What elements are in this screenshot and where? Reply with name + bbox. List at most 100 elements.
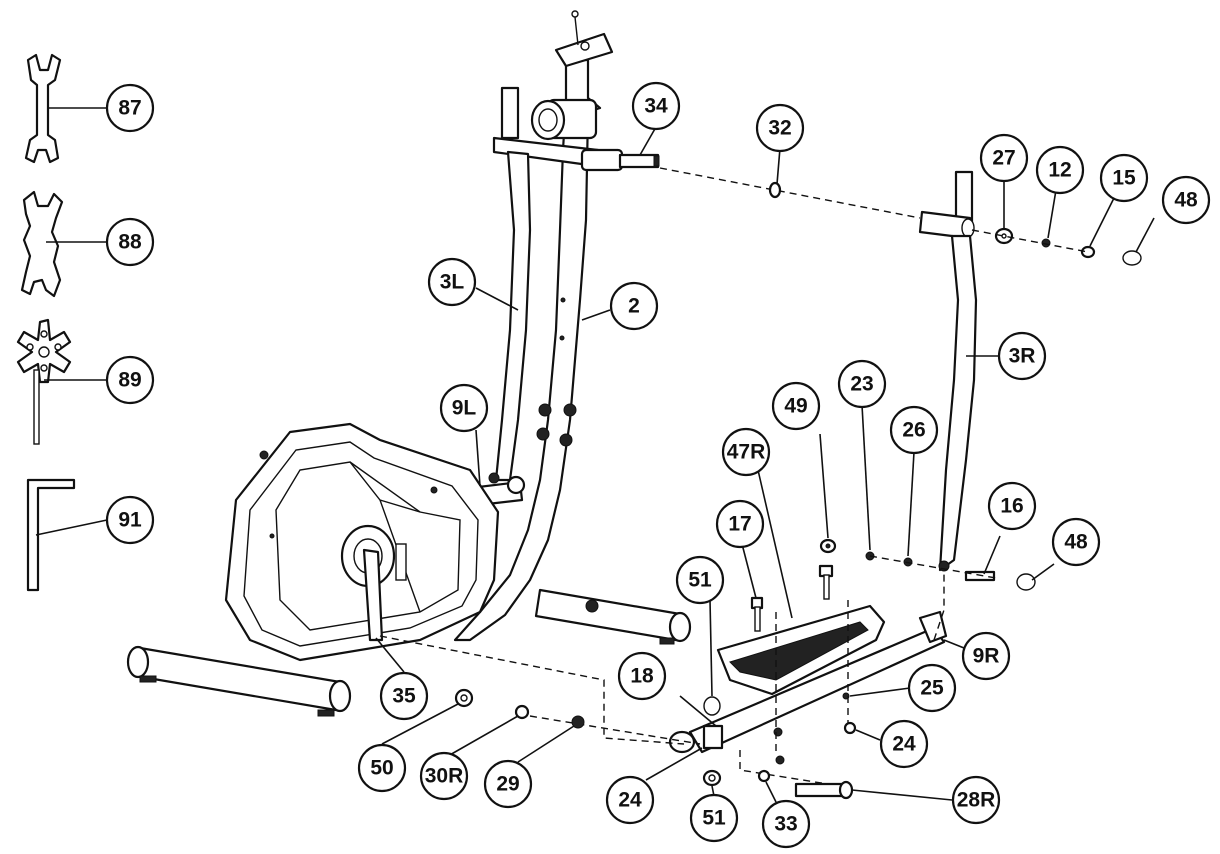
callout-35: 35 — [379, 671, 429, 721]
callout-33: 33 — [761, 799, 811, 849]
bushing-33-drawing — [757, 769, 771, 783]
callout-32-label: 32 — [768, 117, 791, 140]
spider-wrench-89-drawing — [16, 318, 72, 445]
callout-23: 23 — [837, 359, 887, 409]
callout-32: 32 — [755, 103, 805, 153]
callout-50-label: 50 — [370, 757, 393, 780]
callout-50: 50 — [357, 743, 407, 793]
callout-88-label: 88 — [118, 231, 142, 254]
callout-34-label: 34 — [644, 95, 668, 118]
callout-9R-label: 9R — [973, 645, 1000, 668]
callout-24-bottom-label: 24 — [618, 789, 642, 812]
callout-49: 49 — [771, 381, 821, 431]
callout-17-label: 17 — [728, 513, 751, 536]
washer-51-bottom-drawing — [702, 769, 722, 787]
bolt-17-drawing — [750, 596, 764, 632]
callout-87: 87 — [105, 83, 155, 133]
callout-28R: 28R — [951, 775, 1001, 825]
nut-29-drawing — [571, 715, 585, 729]
callout-30R-label: 30R — [425, 765, 464, 788]
callout-26: 26 — [889, 405, 939, 455]
callout-47R: 47R — [721, 427, 771, 477]
callout-17: 17 — [715, 499, 765, 549]
callout-24-bottom: 24 — [605, 775, 655, 825]
callout-48-right-label: 48 — [1064, 531, 1088, 554]
callout-24-right: 24 — [879, 719, 929, 769]
callout-47R-label: 47R — [727, 441, 766, 464]
multi-wrench-88-drawing — [20, 190, 64, 298]
callout-25: 25 — [907, 663, 957, 713]
nut-30R-drawing — [514, 704, 530, 720]
cap-48-top-drawing — [1122, 250, 1142, 266]
callout-91: 91 — [105, 495, 155, 545]
callout-29-label: 29 — [496, 773, 519, 796]
callout-15: 15 — [1099, 153, 1149, 203]
cap-48-right-drawing — [1016, 573, 1036, 591]
tension-knob-drawing — [530, 98, 598, 141]
callout-51-top: 51 — [675, 555, 725, 605]
callout-87-label: 87 — [118, 97, 141, 120]
bolt-49-drawing — [818, 538, 837, 600]
callout-27: 27 — [979, 133, 1029, 183]
washer-50-drawing — [454, 688, 474, 708]
callout-48-top-label: 48 — [1174, 189, 1198, 212]
callout-2: 2 — [609, 281, 659, 331]
callout-25-label: 25 — [920, 677, 944, 700]
callout-12-label: 12 — [1048, 159, 1071, 182]
rear-stabilizer-drawing — [534, 588, 692, 645]
callout-23-label: 23 — [850, 373, 873, 396]
callout-48-top: 48 — [1161, 175, 1211, 225]
bolt-16-drawing — [964, 570, 996, 582]
callout-16: 16 — [987, 481, 1037, 531]
callout-12: 12 — [1035, 145, 1085, 195]
callout-9L: 9L — [439, 383, 489, 433]
open-end-wrench-87-drawing — [24, 53, 62, 164]
callout-18: 18 — [617, 651, 667, 701]
callout-48-right: 48 — [1051, 517, 1101, 567]
right-pedal-47R-drawing — [716, 604, 886, 696]
callout-33-label: 33 — [774, 813, 797, 836]
callout-3L-label: 3L — [440, 271, 465, 294]
nut-24-right-drawing — [843, 721, 857, 735]
callout-3R-label: 3R — [1009, 345, 1036, 368]
callout-51-bottom-label: 51 — [702, 807, 726, 830]
callout-26-label: 26 — [902, 419, 925, 442]
callout-51-bottom: 51 — [689, 793, 739, 843]
callout-3R: 3R — [997, 331, 1047, 381]
callout-18-label: 18 — [630, 665, 654, 688]
callout-9R: 9R — [961, 631, 1011, 681]
front-stabilizer-drawing — [126, 645, 352, 717]
callout-89-label: 89 — [118, 369, 141, 392]
right-handlebar-3R-drawing — [918, 170, 978, 572]
axle-34-drawing — [580, 148, 660, 172]
callout-28R-label: 28R — [957, 789, 996, 812]
allen-key-91-drawing — [26, 478, 76, 592]
callout-34: 34 — [631, 81, 681, 131]
bolt-15-drawing — [1080, 245, 1096, 259]
crank-35-drawing — [362, 548, 384, 642]
washer-27-drawing — [994, 227, 1014, 245]
flywheel-housing-drawing — [224, 422, 500, 662]
callout-89: 89 — [105, 355, 155, 405]
callout-3L: 3L — [427, 257, 477, 307]
nut-under-pedal-drawing — [775, 755, 785, 765]
callout-35-label: 35 — [392, 685, 416, 708]
callout-30R: 30R — [419, 751, 469, 801]
callout-88: 88 — [105, 217, 155, 267]
leader-lines — [35, 107, 1155, 803]
callout-27-label: 27 — [992, 147, 1015, 170]
washer-under-pedal-drawing — [773, 727, 783, 737]
callout-29: 29 — [483, 759, 533, 809]
callout-49-label: 49 — [784, 395, 807, 418]
right-pedal-arm-9R-drawing — [668, 610, 948, 754]
shaft-28R-drawing — [794, 780, 854, 800]
callout-16-label: 16 — [1000, 495, 1023, 518]
callout-91-label: 91 — [118, 509, 142, 532]
callout-24-right-label: 24 — [892, 733, 916, 756]
bushing-32-drawing — [768, 181, 782, 199]
callout-51-top-label: 51 — [688, 569, 712, 592]
spacer-51-top-drawing — [703, 696, 721, 716]
callout-15-label: 15 — [1112, 167, 1136, 190]
callout-2-label: 2 — [628, 295, 640, 318]
